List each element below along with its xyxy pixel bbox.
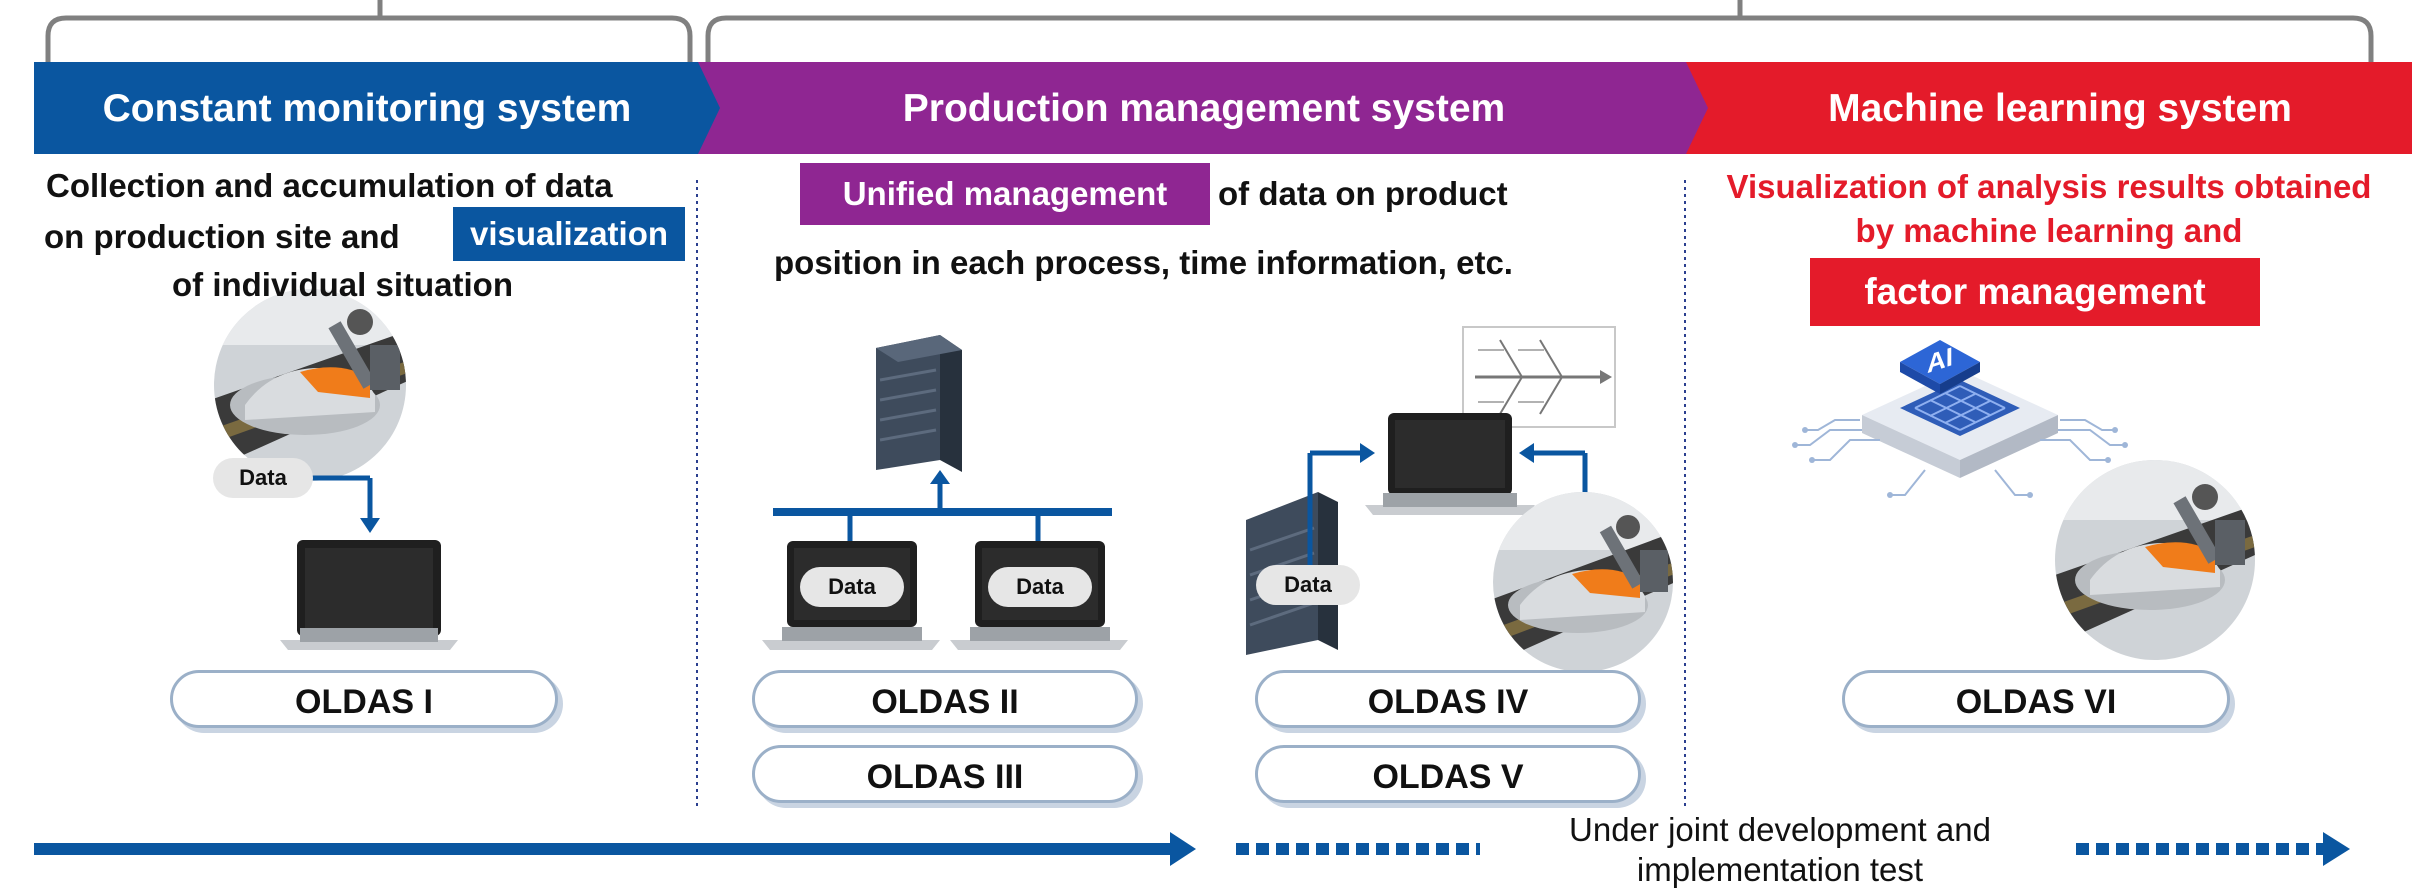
data-label-2: Data — [800, 567, 904, 607]
header-chevron-monitoring — [34, 62, 722, 154]
product-oldas-2: OLDAS II — [752, 670, 1138, 728]
header-chevron-production — [698, 62, 1710, 154]
fishbone-diagram-icon — [1462, 326, 1616, 428]
timeline-note: Under joint development and implementati… — [1569, 811, 1991, 888]
header-production: Production management system — [902, 87, 1506, 130]
data-label-3: Data — [988, 567, 1092, 607]
timeline-solid-head — [1170, 832, 1196, 866]
product-oldas-6: OLDAS VI — [1842, 670, 2230, 728]
ml-desc-line1: Visualization of analysis results obtain… — [1726, 168, 2372, 205]
monitoring-desc-line2: on production site and — [44, 218, 400, 255]
server-tower-1 — [876, 335, 962, 472]
data-arrow-1-head — [360, 518, 380, 533]
product-oldas-5: OLDAS V — [1255, 745, 1641, 803]
laptop-4 — [1365, 413, 1535, 515]
arrow-into-laptop-right — [1519, 443, 1534, 463]
timeline-dashed-head — [2323, 832, 2350, 866]
ml-desc-line2: by machine learning and — [1855, 212, 2243, 249]
data-label-1: Data — [213, 458, 313, 498]
header-ml: Machine learning system — [1828, 87, 2292, 130]
production-highlight: Unified management — [800, 163, 1210, 225]
data-label-4: Data — [1256, 565, 1360, 605]
production-desc-line2: position in each process, time informati… — [774, 244, 1513, 281]
product-oldas-3: OLDAS III — [752, 745, 1138, 803]
network-up-arrow-head — [930, 470, 950, 484]
laptop-1 — [280, 540, 458, 650]
bracket-left — [45, 15, 693, 72]
arrow-into-laptop-left — [1360, 443, 1375, 463]
bracket-right — [705, 15, 2374, 72]
ml-highlight: factor management — [1810, 258, 2260, 326]
monitoring-desc-line3: of individual situation — [172, 266, 513, 303]
product-oldas-1: OLDAS I — [170, 670, 558, 728]
header-monitoring: Constant monitoring system — [102, 87, 632, 130]
ai-chip-icon — [1792, 340, 2128, 498]
factory-photo-1 — [214, 289, 406, 481]
product-oldas-4: OLDAS IV — [1255, 670, 1641, 728]
factory-photo-2 — [1493, 492, 1673, 672]
production-desc-line1: of data on product — [1218, 175, 1508, 212]
timeline-solid — [34, 843, 1172, 855]
factory-photo-3 — [2055, 460, 2255, 660]
monitoring-desc-line1: Collection and accumulation of data — [46, 167, 613, 204]
header-chevron-ml — [1686, 62, 2412, 154]
monitoring-highlight: visualization — [453, 207, 685, 261]
